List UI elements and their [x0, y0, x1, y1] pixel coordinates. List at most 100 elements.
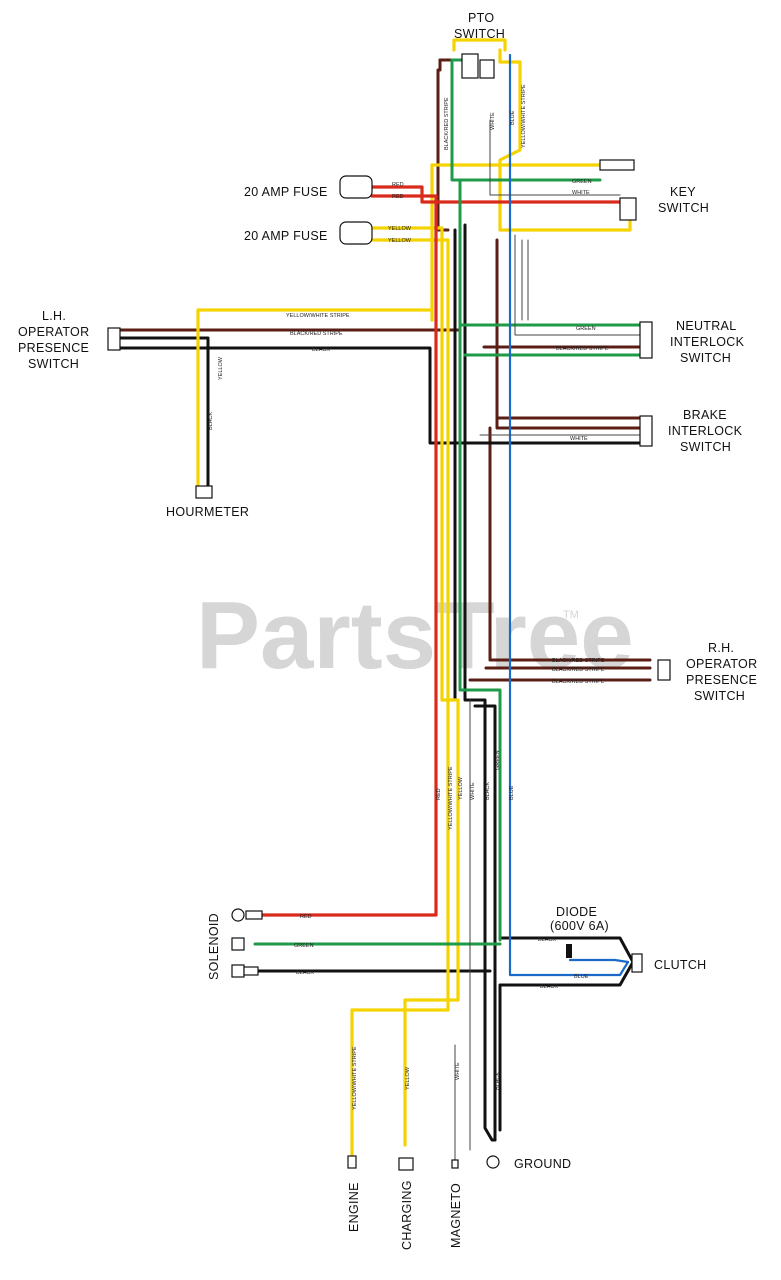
wire-label-yellow-white-lh: YELLOW/WHITE STRIPE [286, 313, 350, 319]
key-switch-accessory-plug [599, 159, 635, 171]
key-switch: KEY SWITCH [599, 159, 709, 221]
magneto-terminal: MAGNETO [449, 1159, 463, 1248]
clutch: CLUTCH [631, 953, 707, 973]
neutral-switch-connector [639, 321, 653, 359]
fuse-2-label: 20 AMP FUSE [244, 229, 328, 243]
wire-label-black-diode: BLACK [538, 937, 556, 943]
clutch-label: CLUTCH [654, 958, 707, 972]
lh-switch-connector [107, 327, 121, 351]
wire-label-blue-clutch: BLUE [574, 974, 589, 980]
solenoid: SOLENOID [207, 908, 263, 980]
fuse-1-holder [339, 175, 373, 199]
wire-harness [116, 38, 652, 1161]
wire-label-black-red-lh: BLACK/RED STRIPE [290, 331, 343, 337]
wire-yellow-white-hourmeter [196, 163, 434, 496]
wire-label-black-main: BLACK [485, 782, 491, 800]
engine-terminal-plug [347, 1155, 357, 1169]
diode-symbol [566, 944, 572, 958]
lh-switch-label-2: OPERATOR [18, 325, 89, 339]
lh-operator-presence-switch: L.H. OPERATOR PRESENCE SWITCH [18, 309, 121, 371]
key-switch-label-1: KEY [670, 185, 696, 199]
rh-switch-label-4: SWITCH [694, 689, 745, 703]
pto-switch-connector [461, 53, 479, 79]
brake-interlock-switch: BRAKE INTERLOCK SWITCH [639, 408, 743, 454]
wire-label-black-red-rh-3: BLACK/RED STRIPE [552, 679, 605, 685]
rh-switch-label-2: OPERATOR [686, 657, 757, 671]
wire-label-yellow-charging: YELLOW [405, 1066, 411, 1090]
rh-switch-label-3: PRESENCE [686, 673, 757, 687]
wire-label-yellow-white-engine: YELLOW/WHITE STRIPE [352, 1046, 358, 1110]
wire-black-red-brake [495, 238, 646, 420]
wire-label-red-solenoid: RED [300, 914, 312, 920]
solenoid-label: SOLENOID [207, 913, 221, 980]
wire-label-blue-main: BLUE [509, 785, 515, 800]
ground: GROUND [486, 1155, 571, 1171]
wire-labels: BLACK/RED STRIPE WHITE BLUE YELLOW/WHITE… [208, 84, 609, 1110]
fuse-2-holder [339, 221, 373, 245]
wire-black-red-rh-1 [488, 426, 652, 662]
wire-label-black-clutch: BLACK [540, 984, 558, 990]
wire-white-key [489, 119, 621, 196]
pto-switch: PTO SWITCH [454, 11, 505, 79]
solenoid-terminal-3-lead [243, 966, 259, 976]
charging-label: CHARGING [400, 1180, 414, 1250]
wire-label-blue-pto: BLUE [510, 110, 516, 125]
wire-label-white-key: WHITE [572, 190, 590, 196]
pto-switch-label-2: SWITCH [454, 27, 505, 41]
wire-black-ground-a [463, 223, 487, 1112]
wire-black-ground-b [473, 704, 497, 1142]
solenoid-terminal-3 [231, 964, 245, 978]
solenoid-terminal-1 [245, 910, 263, 920]
wire-label-yellow-white-pto: YELLOW/WHITE STRIPE [521, 84, 527, 148]
neutral-switch-label-1: NEUTRAL [676, 319, 736, 333]
ground-label: GROUND [514, 1157, 571, 1171]
rh-operator-presence-switch: R.H. OPERATOR PRESENCE SWITCH [657, 641, 757, 703]
wire-label-black-red-neutral: BLACK/RED STRIPE [556, 346, 609, 352]
rh-switch-connector [657, 659, 671, 681]
wire-yellow-pto-top [452, 38, 507, 52]
neutral-switch-label-3: SWITCH [680, 351, 731, 365]
brake-switch-label-2: INTERLOCK [668, 424, 743, 438]
key-switch-label-2: SWITCH [658, 201, 709, 215]
charging-terminal-plug [398, 1157, 414, 1171]
wire-black-red-brake-2 [495, 416, 646, 430]
engine-label: ENGINE [347, 1182, 361, 1232]
diode-label-2: (600V 6A) [550, 919, 609, 933]
wire-label-white-main: WHITE [470, 782, 476, 800]
wire-red-solenoid [260, 194, 438, 917]
wire-label-red-fuse-1b: RED [392, 194, 404, 200]
wire-label-green-solenoid: GREEN [294, 943, 314, 949]
hourmeter: HOURMETER [166, 485, 249, 519]
wire-label-green-main: GREEN [495, 750, 501, 770]
wire-white-neutral [514, 234, 645, 336]
wire-yellow-charging [370, 226, 460, 1147]
lh-switch-label-4: SWITCH [28, 357, 79, 371]
wire-green-key [450, 58, 602, 182]
lh-switch-label-3: PRESENCE [18, 341, 89, 355]
neutral-switch-label-2: INTERLOCK [670, 335, 745, 349]
wire-label-white-pto: WHITE [490, 112, 496, 130]
wire-black-ground-join [483, 1108, 497, 1142]
wire-label-white-magneto: WHITE [455, 1062, 461, 1080]
brake-switch-connector [639, 415, 653, 447]
lh-switch-label-1: L.H. [42, 309, 66, 323]
fuse-1: 20 AMP FUSE [244, 175, 373, 199]
wire-label-yellow-hourmeter: YELLOW [218, 356, 224, 380]
wire-label-black-red-rh-2: BLACK/RED STRIPE [552, 667, 605, 673]
pto-switch-label-1: PTO [468, 11, 494, 25]
wire-label-black-red-pto: BLACK/RED STRIPE [444, 97, 450, 150]
wire-label-black-solenoid: BLACK [296, 970, 314, 976]
wire-yellow-white-engine [350, 238, 450, 1157]
watermark-text: PartsTree [196, 582, 634, 689]
wire-blue-diode [568, 958, 630, 964]
brake-switch-label-3: SWITCH [680, 440, 731, 454]
wire-black-clutch [498, 936, 635, 1132]
magneto-terminal-plug [451, 1159, 459, 1169]
wire-label-yellow-fuse-2a: YELLOW [388, 226, 412, 232]
hourmeter-connector [195, 485, 213, 499]
charging-terminal: CHARGING [398, 1157, 414, 1250]
fuse-2: 20 AMP FUSE [244, 221, 373, 245]
wire-label-red-fuse-1a: RED [392, 182, 404, 188]
wire-label-black-ground: BLACK [495, 1072, 501, 1090]
